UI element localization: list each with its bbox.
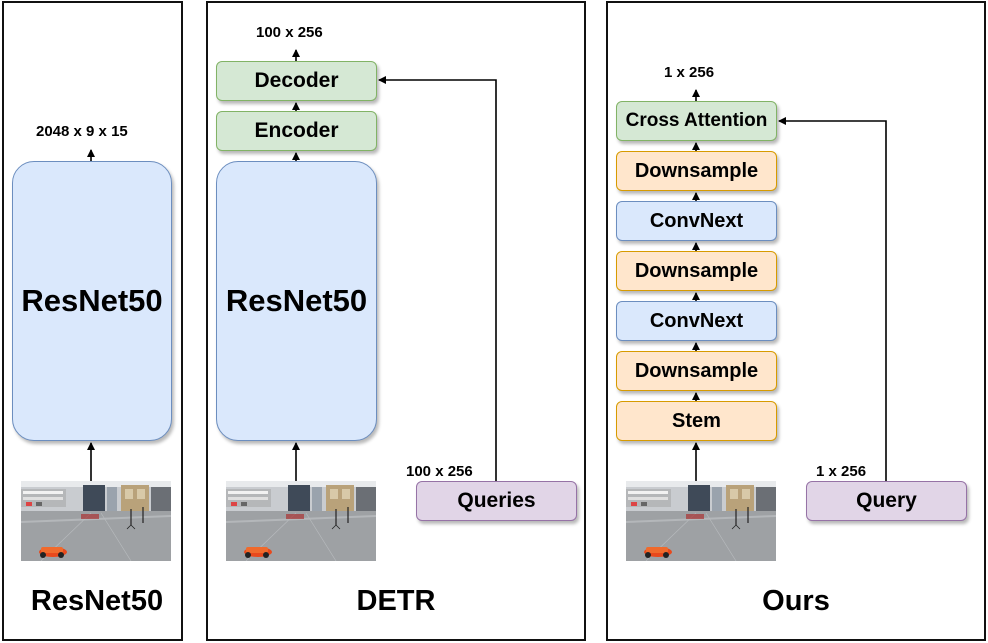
ours-cross-attention-label: Cross Attention: [625, 110, 768, 131]
ours-query-block: Query: [806, 481, 967, 521]
arrow-queries-to-decoder: [378, 76, 497, 481]
ours-downsample-block-2: Downsample: [616, 251, 777, 291]
ours-query-dim: 1 x 256: [816, 463, 867, 480]
ours-convnext-label: ConvNext: [649, 309, 744, 332]
ours-downsample-label: Downsample: [634, 159, 759, 182]
ours-query-label: Query: [856, 489, 917, 512]
ours-panel-title: Ours: [762, 585, 830, 617]
ours-stem-block: Stem: [616, 401, 777, 441]
resnet-panel-title: ResNet50: [30, 585, 164, 617]
detr-panel-title: DETR: [356, 585, 436, 617]
detr-encoder-block: Encoder: [216, 111, 377, 151]
ours-downsample-label: Downsample: [634, 359, 759, 382]
detr-decoder-block: Decoder: [216, 61, 377, 101]
detr-backbone-block: ResNet50: [216, 161, 377, 441]
detr-decoder-label: Decoder: [254, 69, 339, 92]
ours-convnext-block-1: ConvNext: [616, 301, 777, 341]
detr-queries-label: Queries: [457, 489, 536, 512]
resnet-backbone-label: ResNet50: [21, 283, 163, 318]
detr-queries-dim: 100 x 256: [406, 463, 473, 480]
resnet-backbone-block: ResNet50: [12, 161, 172, 441]
ours-output-dim: 1 x 256: [664, 64, 715, 81]
ours-downsample-label: Downsample: [634, 259, 759, 282]
arrow-query-to-cross-attention: [778, 117, 887, 481]
ours-cross-attention-block: Cross Attention: [616, 101, 777, 141]
ours-downsample-block-1: Downsample: [616, 351, 777, 391]
ours-convnext-block-2: ConvNext: [616, 201, 777, 241]
detr-output-dim: 100 x 256: [256, 24, 323, 41]
detr-encoder-label: Encoder: [254, 119, 339, 142]
detr-backbone-label: ResNet50: [225, 283, 368, 318]
resnet-output-dim: 2048 x 9 x 15: [36, 123, 128, 140]
ours-downsample-block-3: Downsample: [616, 151, 777, 191]
detr-queries-block: Queries: [416, 481, 577, 521]
ours-convnext-label: ConvNext: [649, 209, 744, 232]
ours-stem-label: Stem: [672, 409, 721, 432]
